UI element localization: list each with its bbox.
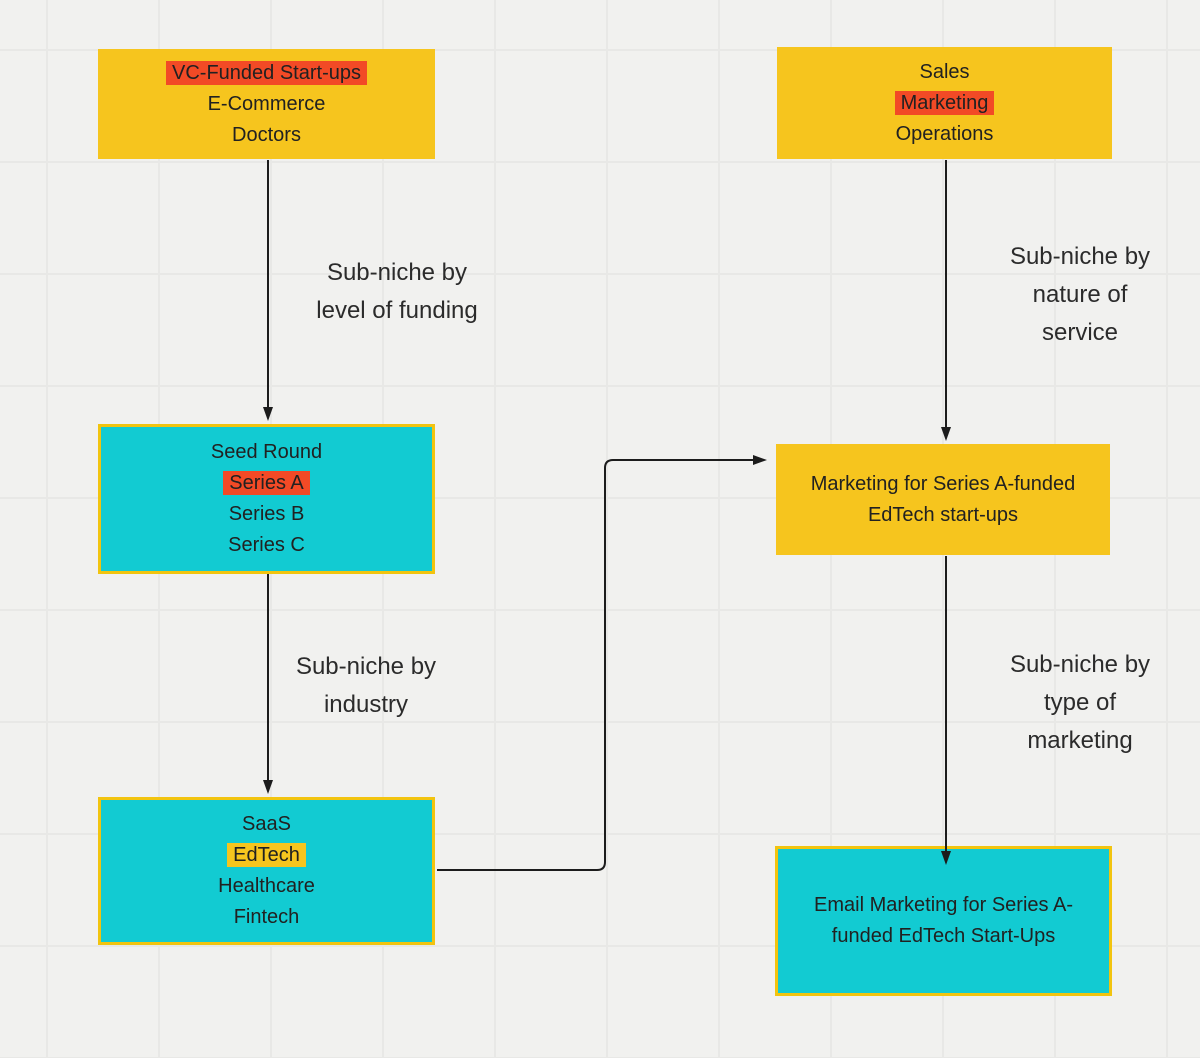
edge-label-industry[interactable]: Sub-niche by industry bbox=[296, 648, 436, 724]
edge-label-line: service bbox=[1041, 319, 1119, 346]
node-final-niche[interactable]: Email Marketing for Series A- funded EdT… bbox=[775, 846, 1112, 996]
edge-label-nature-of-service[interactable]: Sub-niche by nature of service bbox=[1010, 238, 1150, 352]
edge-label-line: level of funding bbox=[316, 297, 478, 324]
node-line: Doctors bbox=[232, 123, 301, 146]
node-line: Series B bbox=[228, 503, 305, 525]
highlight-vc-funded: VC-Funded Start-ups bbox=[166, 60, 367, 85]
node-line: EdTech start-ups bbox=[867, 503, 1019, 526]
node-industries[interactable]: SaaS EdTech Healthcare Fintech bbox=[98, 797, 435, 945]
node-service-candidates[interactable]: Sales Marketing Operations bbox=[777, 47, 1112, 159]
node-line: Sales bbox=[919, 60, 970, 83]
edge-label-line: Sub-niche by bbox=[1009, 243, 1151, 270]
node-line: Series C bbox=[228, 534, 305, 556]
node-line: Email Marketing for Series A- bbox=[814, 894, 1073, 916]
edge-label-line: marketing bbox=[1027, 727, 1133, 754]
node-funding-levels[interactable]: Seed Round Series A Series B Series C bbox=[98, 424, 435, 574]
node-line: E-Commerce bbox=[207, 92, 326, 115]
highlight-marketing: Marketing bbox=[894, 90, 995, 115]
node-line: Seed Round bbox=[210, 441, 323, 463]
edge-label-line: nature of bbox=[1032, 281, 1128, 308]
node-line: Healthcare bbox=[218, 875, 315, 897]
highlight-edtech: EdTech bbox=[227, 843, 306, 867]
node-line: Marketing for Series A-funded bbox=[810, 472, 1076, 495]
node-line: Operations bbox=[895, 122, 994, 145]
node-combined-niche[interactable]: Marketing for Series A-funded EdTech sta… bbox=[776, 444, 1110, 555]
connector-industries-to-combined[interactable] bbox=[437, 455, 767, 871]
edge-label-type-of-marketing[interactable]: Sub-niche by type of marketing bbox=[1010, 646, 1150, 760]
node-line: funded EdTech Start-Ups bbox=[831, 925, 1056, 947]
edge-label-line: industry bbox=[323, 691, 409, 718]
node-niche-candidates[interactable]: VC-Funded Start-ups E-Commerce Doctors bbox=[98, 49, 435, 159]
edge-label-line: Sub-niche by bbox=[295, 653, 437, 680]
edge-label-line: type of bbox=[1043, 689, 1117, 716]
edge-label-level-of-funding[interactable]: Sub-niche by level of funding bbox=[316, 254, 477, 330]
highlight-series-a: Series A bbox=[223, 471, 310, 495]
edge-label-line: Sub-niche by bbox=[1009, 651, 1151, 678]
node-line: SaaS bbox=[242, 813, 291, 835]
edge-label-line: Sub-niche by bbox=[326, 259, 468, 286]
node-line: Fintech bbox=[233, 906, 300, 928]
